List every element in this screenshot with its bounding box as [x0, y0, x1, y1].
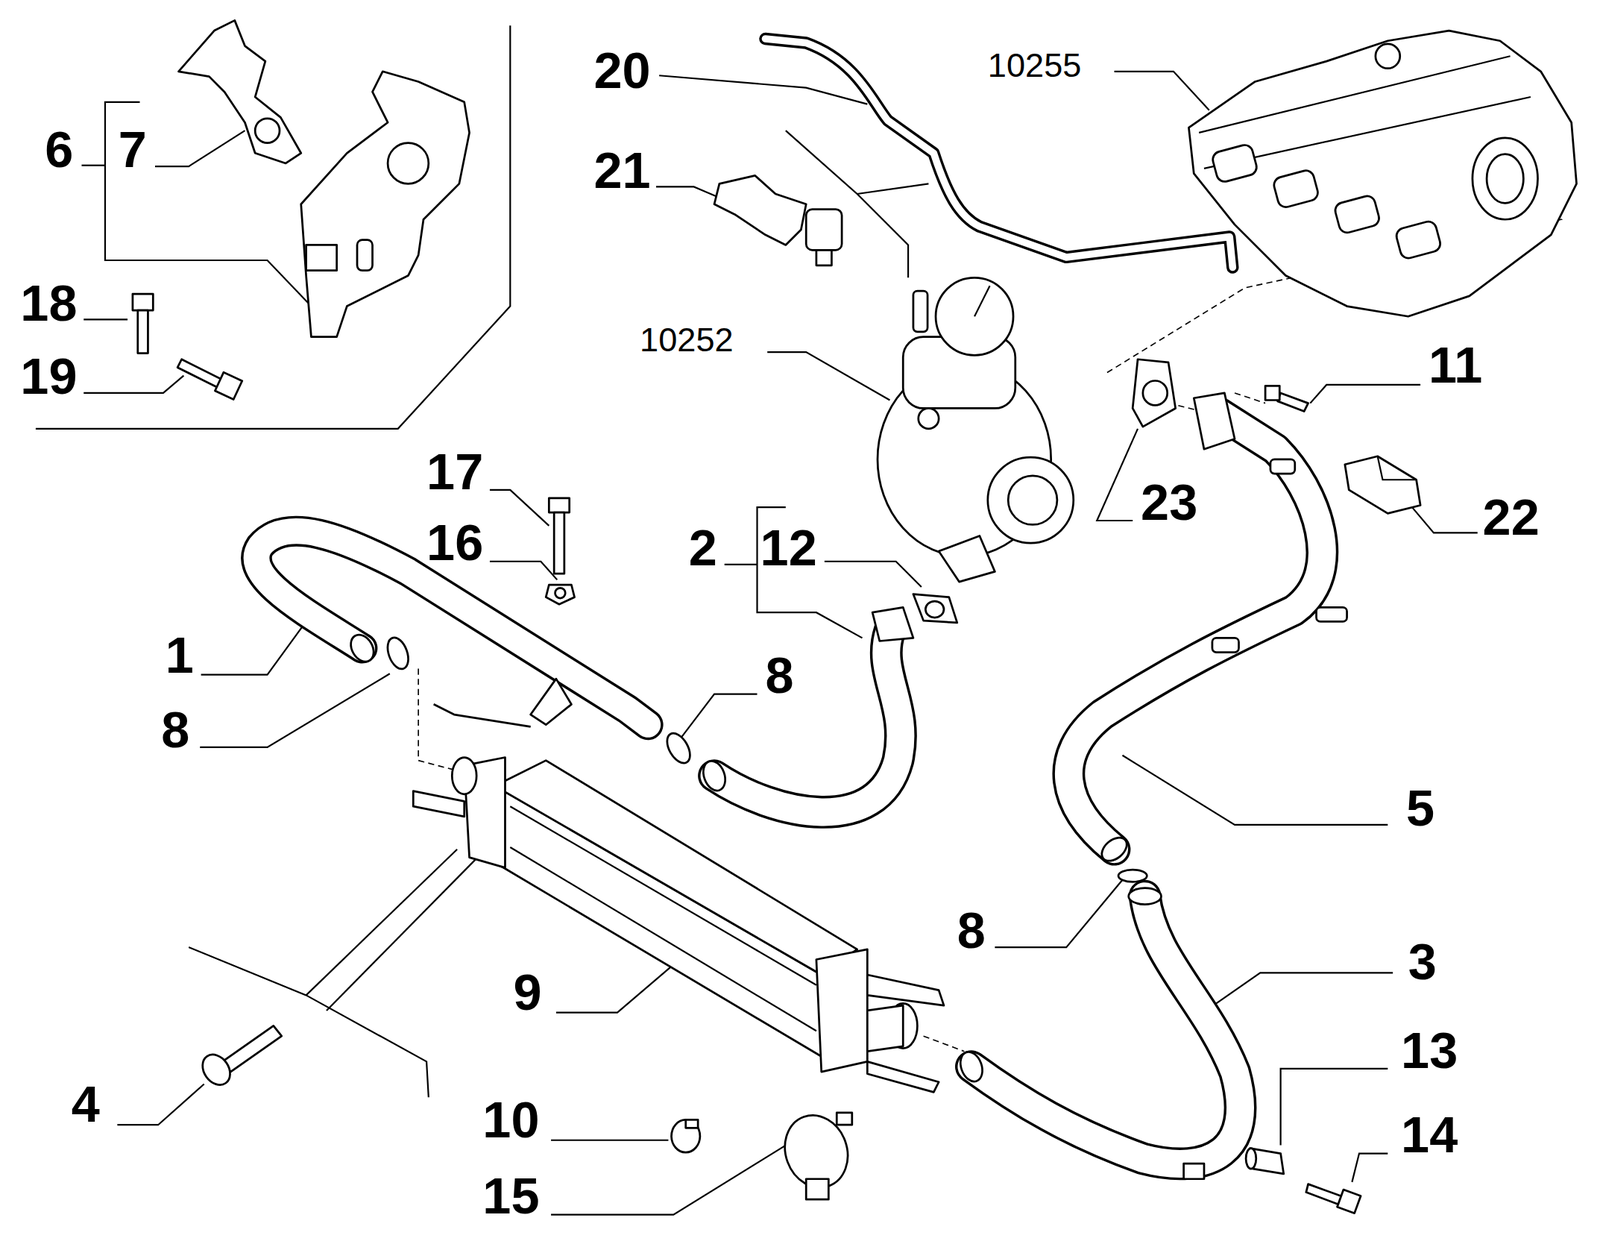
mounting-bracket: [301, 71, 470, 337]
turbocharger: [877, 277, 1074, 582]
intake-manifold: [1188, 30, 1577, 317]
callout-number: 2: [688, 522, 718, 574]
callout-number: 5: [1406, 782, 1435, 834]
inset-frame: [35, 25, 510, 429]
charge-air-pipe: [699, 606, 914, 812]
callout-number: 8: [764, 650, 794, 701]
bolt: [132, 293, 153, 353]
callout-number: 17: [426, 445, 484, 497]
callout-number: 6: [44, 124, 74, 176]
callout-number: 19: [20, 351, 77, 402]
intercooler: [413, 757, 944, 1093]
callout-number: 21: [594, 144, 651, 196]
vacuum-pipe: [764, 38, 1233, 268]
callout-number: 7: [118, 124, 147, 176]
sensor-bracket: [714, 175, 842, 265]
bolt: [1306, 1183, 1361, 1214]
bolt: [196, 1025, 282, 1090]
callout-number: 14: [1400, 1109, 1458, 1161]
bolt: [177, 359, 243, 400]
callout-number: 10252: [639, 322, 734, 356]
callout-number: 20: [594, 44, 651, 96]
callout-number: 22: [1482, 492, 1540, 543]
callout-number: 10: [482, 1093, 540, 1145]
cable-tie: [774, 1105, 858, 1199]
pressure-sensor: [1345, 456, 1421, 514]
charge-air-pipe: [956, 887, 1240, 1179]
callout-number: 10255: [987, 47, 1082, 82]
hose-clamp: [383, 634, 1148, 882]
callout-number: 11: [1428, 339, 1483, 391]
hose-clamp: [671, 1119, 701, 1152]
callout-number: 23: [1140, 476, 1198, 528]
callout-number: 4: [71, 1078, 100, 1130]
bolt: [545, 498, 575, 604]
callout-number: 8: [957, 905, 986, 956]
callout-number: 18: [20, 277, 77, 329]
gasket: [913, 359, 1176, 623]
screw: [1265, 385, 1308, 411]
callout-number: 8: [161, 703, 190, 755]
spacer: [1245, 1148, 1284, 1174]
callout-number: 16: [426, 517, 484, 569]
alignment-lines: [418, 199, 1562, 1052]
callout-number: 9: [512, 966, 542, 1017]
callout-number: 13: [1400, 1024, 1458, 1076]
charge-air-pipe: [1068, 392, 1347, 866]
callout-number: 15: [482, 1170, 540, 1222]
callout-number: 3: [1408, 935, 1437, 987]
callout-number: 1: [165, 629, 194, 680]
callout-number: 12: [760, 522, 818, 574]
pipe-clip: [178, 20, 302, 164]
